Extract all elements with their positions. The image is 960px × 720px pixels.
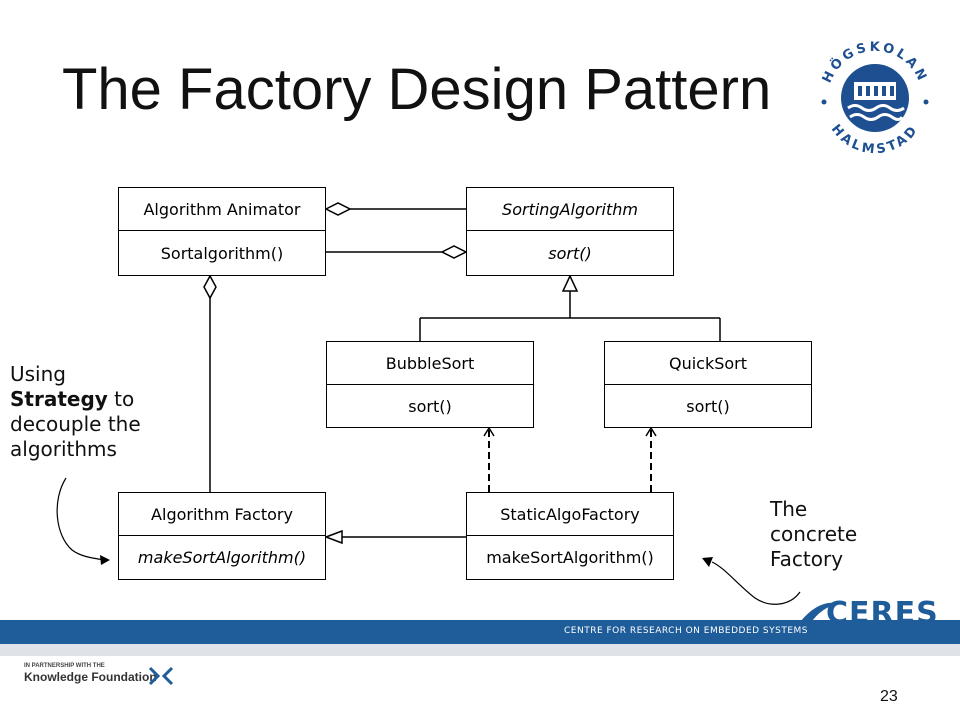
generalization-triangle-sort — [561, 274, 579, 292]
note-line: concrete — [770, 522, 858, 546]
note-line: algorithms — [10, 437, 117, 461]
class-method: makeSortAlgorithm() — [486, 548, 654, 567]
class-name: Algorithm Factory — [119, 493, 325, 536]
aggregation-diamond-bottom — [440, 245, 468, 259]
class-method: sort() — [548, 243, 592, 263]
class-sorting-algorithm: SortingAlgorithm sort() — [466, 187, 674, 276]
note-arrow-strategy — [56, 477, 106, 561]
kf-logo-text: Knowledge Foundation — [24, 670, 157, 684]
kf-chevrons-icon — [148, 666, 174, 686]
class-algorithm-factory: Algorithm Factory makeSortAlgorithm() — [118, 492, 326, 580]
class-quick-sort: QuickSort sort() — [604, 341, 812, 428]
page-number: 23 — [880, 688, 898, 705]
slide-title: The Factory Design Pattern — [62, 57, 772, 122]
class-name: StaticAlgoFactory — [467, 493, 673, 536]
note-strategy: Using Strategy to decouple the algorithm… — [10, 362, 141, 462]
class-method: Sortalgorithm() — [160, 243, 284, 263]
class-name: QuickSort — [605, 342, 811, 385]
aggregation-diamond-top — [324, 202, 352, 216]
class-name: SortingAlgorithm — [467, 188, 673, 231]
aggregation-diamond-vertical — [203, 274, 217, 300]
class-method: sort() — [408, 396, 452, 416]
note-arrow-concrete — [711, 561, 801, 605]
ceres-swoosh-icon — [800, 602, 840, 624]
note-line: Using — [10, 362, 66, 386]
class-method: makeSortAlgorithm() — [137, 548, 307, 567]
class-bubble-sort: BubbleSort sort() — [326, 341, 534, 428]
note-line: The — [770, 497, 808, 521]
class-algorithm-animator: Algorithm Animator Sortalgorithm() — [118, 187, 326, 276]
footer-stripe — [0, 644, 960, 656]
class-name: Algorithm Animator — [119, 188, 325, 231]
class-name: BubbleSort — [327, 342, 533, 385]
class-static-algo-factory: StaticAlgoFactory makeSortAlgorithm() — [466, 492, 674, 580]
ceres-subtitle: CENTRE FOR RESEARCH ON EMBEDDED SYSTEMS — [564, 626, 809, 636]
note-line: decouple the — [10, 412, 141, 436]
class-method: sort() — [686, 396, 730, 416]
ceres-logo: CERES — [826, 596, 939, 631]
note-bold-strategy: Strategy — [10, 387, 108, 411]
note-line: Factory — [770, 547, 844, 571]
footer-bar — [0, 620, 960, 644]
note-concrete-factory: The concrete Factory — [770, 497, 857, 572]
kf-partnership-text: IN PARTNERSHIP WITH THE — [24, 663, 105, 669]
generalization-triangle-factory — [323, 529, 343, 545]
hogskolan-halmstad-logo: HÖGSKOLAN HALMSTAD — [820, 40, 929, 158]
note-line: to — [107, 387, 135, 411]
